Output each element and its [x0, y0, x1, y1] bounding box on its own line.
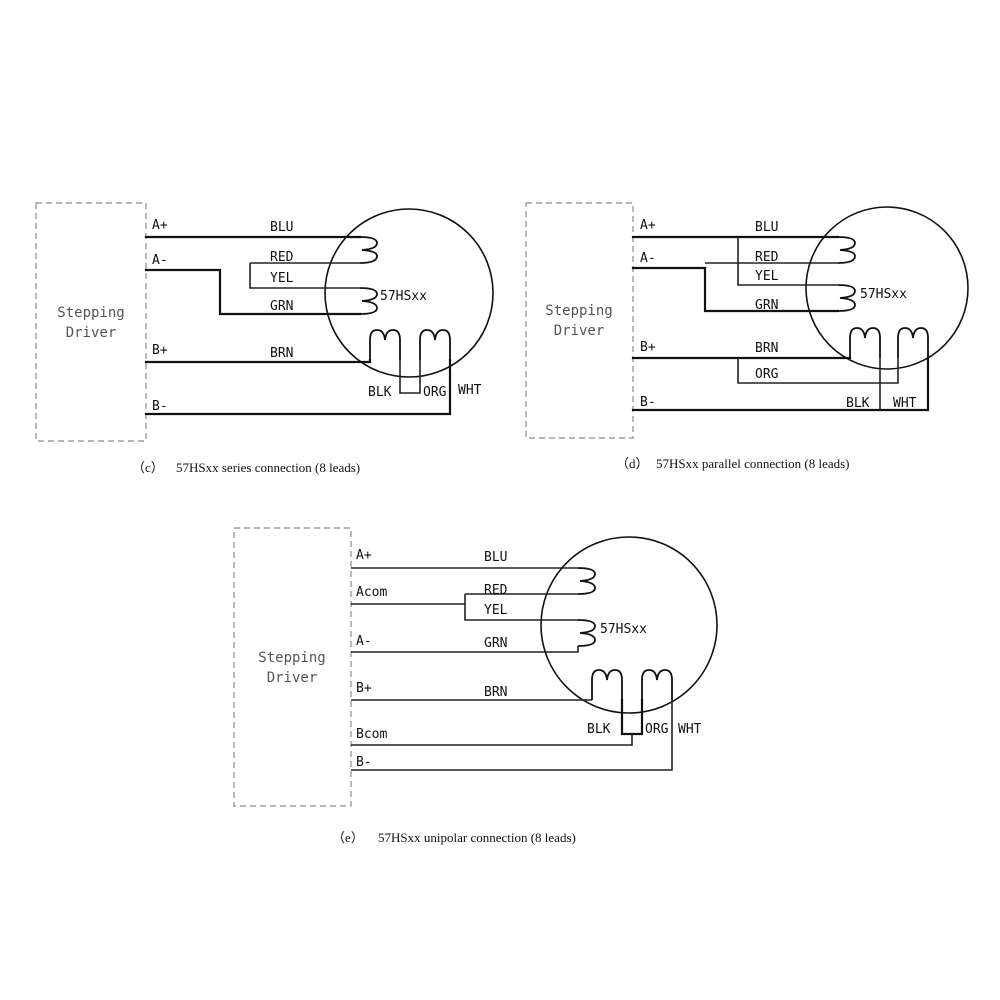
driver-label-line1: Stepping [545, 303, 612, 319]
motor-label: 57HSxx [600, 622, 647, 637]
label-blk: BLK [846, 396, 870, 411]
label-brn: BRN [755, 341, 778, 356]
driver-box [233, 527, 352, 807]
motor-circle [805, 206, 969, 370]
coil-b-left [369, 329, 401, 360]
label-org: ORG [645, 722, 669, 737]
coil-a-lower [359, 287, 378, 315]
caption-text: 57HSxx unipolar connection (8 leads) [378, 830, 576, 845]
label-org: ORG [755, 367, 779, 382]
wire-grn [144, 268, 362, 316]
wire-wht [631, 356, 930, 412]
label-red: RED [484, 583, 508, 598]
terminal-b-plus: B+ [356, 681, 372, 696]
terminal-b-plus: B+ [152, 343, 168, 358]
coil-b-left [849, 327, 881, 358]
driver-label-line1: Stepping [258, 650, 325, 666]
label-yel: YEL [484, 603, 508, 618]
label-blk: BLK [587, 722, 611, 737]
wire-grn [631, 266, 840, 313]
motor-circle [324, 208, 494, 378]
coil-b-right [419, 329, 451, 360]
coil-a-upper [359, 236, 378, 264]
caption-tag: （c） [132, 460, 164, 475]
coil-a-lower [837, 284, 856, 312]
coil-b-right [641, 669, 673, 700]
terminal-b-minus: B- [640, 395, 656, 410]
diagram-parallel: Stepping Driver A+ A- B+ B- BLU RED YEL … [525, 202, 969, 471]
label-blu: BLU [755, 220, 778, 235]
terminal-a-plus: A+ [356, 548, 372, 563]
terminal-acom: Acom [356, 585, 387, 600]
label-yel: YEL [270, 271, 294, 286]
label-wht: WHT [678, 722, 702, 737]
label-org: ORG [423, 385, 447, 400]
label-wht: WHT [893, 396, 917, 411]
diagram-unipolar: Stepping Driver A+ Acom A- B+ Bcom B- BL… [233, 527, 718, 845]
label-wht: WHT [458, 383, 482, 398]
driver-label-line1: Stepping [57, 305, 124, 321]
wire-blk-org-link [399, 360, 421, 394]
wire-grn [351, 646, 579, 653]
diagram-series: Stepping Driver A+ A- B+ B- BLU RED YEL … [35, 202, 494, 475]
driver-label-line2: Driver [267, 670, 318, 686]
terminal-a-minus: A- [356, 634, 372, 649]
terminal-a-minus: A- [640, 251, 656, 266]
coil-a-upper [577, 567, 596, 595]
caption-text: 57HSxx parallel connection (8 leads) [656, 456, 850, 471]
terminal-a-plus: A+ [152, 218, 168, 233]
label-red: RED [755, 250, 779, 265]
terminal-bcom: Bcom [356, 727, 387, 742]
wire-bcom [351, 734, 633, 746]
caption-text: 57HSxx series connection (8 leads) [176, 460, 360, 475]
terminal-b-plus: B+ [640, 340, 656, 355]
terminal-b-minus: B- [356, 755, 372, 770]
driver-label-line2: Driver [554, 323, 605, 339]
driver-box [525, 202, 634, 439]
label-blu: BLU [484, 550, 507, 565]
caption-tag: （e） [332, 830, 364, 845]
label-red: RED [270, 250, 294, 265]
label-brn: BRN [270, 346, 293, 361]
coil-a-upper [837, 236, 856, 264]
terminal-a-plus: A+ [640, 218, 656, 233]
wire-org [737, 358, 899, 384]
coil-b-left [591, 669, 623, 700]
label-blk: BLK [368, 385, 392, 400]
label-blu: BLU [270, 220, 293, 235]
label-grn: GRN [270, 299, 293, 314]
motor-circle [540, 536, 718, 714]
wire-brn [144, 358, 372, 364]
wire-blk-org-link [620, 698, 644, 736]
driver-label-line2: Driver [66, 325, 117, 341]
driver-box [35, 202, 147, 442]
motor-label: 57HSxx [860, 287, 907, 302]
label-brn: BRN [484, 685, 507, 700]
wire-wht [144, 358, 452, 416]
caption-tag: （d） [616, 456, 649, 471]
wire-yel-to-a-plus [737, 237, 838, 286]
coil-b-right [897, 327, 929, 358]
coil-a-lower [577, 619, 596, 647]
wire-yel [464, 594, 578, 621]
wire-wht [351, 700, 673, 771]
label-grn: GRN [755, 298, 778, 313]
label-grn: GRN [484, 636, 507, 651]
terminal-a-minus: A- [152, 253, 168, 268]
terminal-b-minus: B- [152, 399, 168, 414]
wire-yel [249, 263, 360, 289]
motor-label: 57HSxx [380, 289, 427, 304]
label-yel: YEL [755, 269, 779, 284]
